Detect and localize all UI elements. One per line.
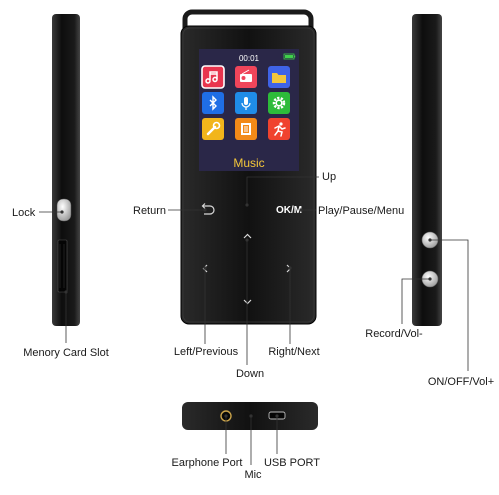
app-tile-microphone xyxy=(235,92,257,114)
label-memory-card-slot: Menory Card Slot xyxy=(23,347,109,359)
leader-lines xyxy=(39,176,469,465)
label-usb-port: USB PORT xyxy=(264,457,320,469)
label-mic: Mic xyxy=(244,469,262,481)
app-grid xyxy=(201,65,290,140)
label-lock: Lock xyxy=(12,207,36,219)
right-side-body xyxy=(412,14,442,326)
folder-icon xyxy=(272,73,286,83)
running-man-icon xyxy=(274,122,286,137)
label-right-next: Right/Next xyxy=(268,346,319,358)
microphone-icon xyxy=(241,97,251,110)
radio-icon xyxy=(240,69,252,82)
label-return: Return xyxy=(133,205,166,217)
app-tile-music-note xyxy=(201,65,225,89)
return-icon xyxy=(201,203,215,215)
label-earphone-port: Earphone Port xyxy=(172,457,243,469)
app-tile-radio xyxy=(235,66,257,88)
up-chevron-icon xyxy=(243,233,252,239)
label-on-off-vol: ON/OFF/Vol+ xyxy=(428,376,494,388)
app-tile-bluetooth xyxy=(202,92,224,114)
app-tile-gear xyxy=(268,92,290,114)
label-up: Up xyxy=(322,171,336,183)
ok-menu-key: OK/M xyxy=(276,205,302,216)
bluetooth-icon xyxy=(209,95,217,111)
lock-switch xyxy=(56,198,72,222)
label-left-previous: Left/Previous xyxy=(174,346,239,358)
wrench-icon xyxy=(206,121,221,136)
music-note-icon xyxy=(205,71,218,84)
ebook-icon xyxy=(241,123,251,135)
down-chevron-icon xyxy=(243,299,252,305)
label-record-vol: Record/Vol- xyxy=(365,328,423,340)
app-tile-folder xyxy=(268,66,290,88)
front-view: 00:01 Music OK/M xyxy=(180,9,317,325)
callout-labels: Lock Menory Card Slot Return Up Play/Pau… xyxy=(12,171,494,481)
gear-icon xyxy=(272,96,286,110)
screen-time: 00:01 xyxy=(239,54,260,63)
app-tile-wrench xyxy=(202,118,224,140)
battery-icon xyxy=(283,53,296,60)
label-down: Down xyxy=(236,368,264,380)
app-tile-running-man xyxy=(268,118,290,140)
left-side-view xyxy=(52,14,80,326)
memory-card-slot xyxy=(57,239,68,293)
app-tile-ebook xyxy=(235,118,257,140)
mode-label: Music xyxy=(233,156,264,170)
label-play-pause-menu: Play/Pause/Menu xyxy=(318,205,404,217)
